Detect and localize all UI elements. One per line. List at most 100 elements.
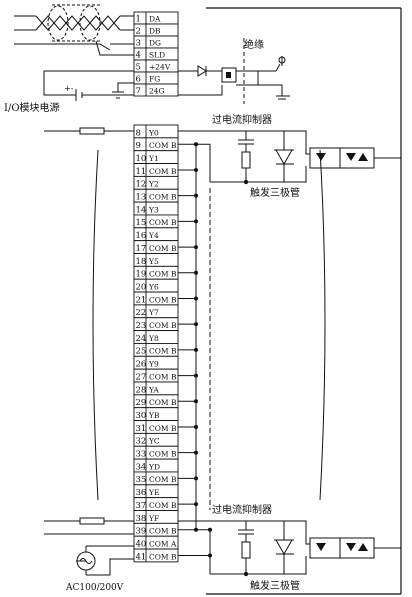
terminal-number: 20: [136, 282, 147, 292]
terminal-signal: COM B: [149, 398, 177, 407]
terminal-signal: YE: [148, 488, 159, 497]
terminal-signal: COM A: [149, 539, 177, 548]
terminal-signal: COM B: [149, 321, 177, 330]
terminal-signal: DG: [149, 38, 161, 47]
junction-dot: [208, 553, 212, 558]
terminal-number: 41: [136, 552, 147, 562]
terminal-number: 12: [136, 180, 147, 190]
terminal-signal: COM B: [149, 167, 177, 176]
terminal-signal: COM B: [149, 347, 177, 356]
terminal-signal: Y7: [148, 308, 159, 317]
terminal-number: 22: [136, 308, 147, 318]
terminal-signal: YA: [148, 385, 159, 394]
photo-triac-bottom: [316, 543, 368, 551]
terminal-signal: Y6: [148, 282, 159, 291]
terminal-signal: Y2: [148, 180, 159, 189]
terminal-number: 27: [136, 372, 147, 382]
terminal-number: 8: [136, 128, 141, 138]
terminal-number: 34: [136, 462, 147, 472]
terminal-number: 40: [136, 539, 147, 549]
insulation-label: 绝缘: [244, 38, 264, 51]
terminal-number: 5: [136, 62, 141, 72]
terminal-number: 25: [136, 347, 147, 357]
terminal-number: 23: [136, 321, 147, 331]
terminal-number: 10: [136, 154, 147, 164]
terminal-number: 30: [136, 411, 147, 421]
terminal-signal: COM B: [149, 193, 177, 202]
photocoupler-symbol: [226, 72, 231, 78]
terminal-signal: FG: [149, 74, 160, 83]
power-supply-wiring: [43, 70, 134, 101]
terminal-signal: COM B: [149, 501, 177, 510]
terminal-number: 16: [136, 231, 147, 241]
shielded-twisted-cable: [14, 4, 134, 56]
terminal-number: 38: [136, 514, 147, 524]
terminal-number: 4: [136, 50, 141, 60]
com-b-bus: [178, 142, 212, 574]
terminal-number: 26: [136, 360, 147, 370]
terminal-signal: COM B: [149, 552, 177, 561]
terminal-number: 35: [136, 475, 147, 485]
triac-label-top: 触发三极管: [250, 186, 300, 199]
terminal-number: 39: [136, 527, 147, 537]
terminal-signal: SLD: [149, 50, 165, 59]
module-outline: [206, 7, 402, 595]
terminal-signal: COM B: [149, 270, 177, 279]
internal-power-circuit: [178, 38, 290, 104]
terminal-number: 13: [136, 193, 147, 203]
photo-triac-top: [316, 153, 368, 161]
output-circuit-bottom: [178, 520, 401, 575]
com-return-top: [196, 143, 211, 182]
terminal-signal: YD: [148, 462, 160, 471]
terminal-signal: COM B: [149, 475, 177, 484]
terminal-number: 3: [136, 38, 141, 48]
terminal-number: 33: [136, 450, 147, 460]
load-wiring: [44, 127, 326, 576]
terminal-signal: Y5: [148, 257, 159, 266]
terminal-signal: COM B: [149, 141, 177, 150]
terminal-cell: [133, 83, 179, 97]
terminal-number: 19: [136, 270, 147, 280]
triac-label-bottom: 触发三极管: [250, 579, 300, 592]
terminal-number: 9: [136, 141, 141, 151]
terminal-signal: COM B: [149, 450, 177, 459]
output-circuit-top: [178, 130, 401, 183]
terminal-signal: 24G: [149, 86, 165, 95]
terminal-signal: Y8: [148, 334, 159, 343]
terminal-number: 1: [136, 14, 141, 24]
io-module-power-label: I/O模块电源: [4, 101, 60, 114]
terminal-signal: COM B: [149, 527, 177, 536]
terminal-number: 37: [136, 501, 147, 511]
terminal-number: 7: [136, 86, 141, 96]
terminal-number: 21: [136, 295, 147, 305]
terminal-number: 11: [136, 167, 147, 177]
junction-dot: [243, 571, 249, 577]
terminal-signal: COM B: [149, 295, 177, 304]
terminal-signal: COM B: [149, 244, 177, 253]
overcurrent-suppressor-label-top: 过电流抑制器: [212, 113, 272, 126]
terminal-signal: DA: [149, 14, 161, 23]
terminal-signal: Y3: [148, 205, 159, 214]
battery-polarity: +-: [64, 84, 74, 93]
junction-dot: [243, 179, 249, 185]
terminal-signal: Y1: [148, 154, 159, 163]
terminal-number: 31: [136, 424, 147, 434]
terminal-signal: Y9: [148, 360, 159, 369]
terminal-number: 24: [136, 334, 147, 344]
com-return-bottom: [178, 529, 211, 556]
overcurrent-suppressor-label-bottom: 过电流抑制器: [212, 503, 272, 516]
terminal-number: 32: [136, 437, 147, 447]
terminal-signal: COM B: [149, 218, 177, 227]
terminal-signal: YC: [148, 437, 160, 446]
terminal-signal: COM B: [149, 372, 177, 381]
terminal-number: 6: [136, 74, 141, 84]
terminal-signal: YF: [148, 514, 159, 523]
terminal-number: 36: [136, 488, 147, 498]
terminal-number: 18: [136, 257, 147, 267]
terminal-number: 17: [136, 244, 147, 254]
terminal-signal: Y4: [148, 231, 159, 240]
terminal-number: 2: [136, 26, 141, 36]
terminal-number: 14: [136, 205, 147, 215]
